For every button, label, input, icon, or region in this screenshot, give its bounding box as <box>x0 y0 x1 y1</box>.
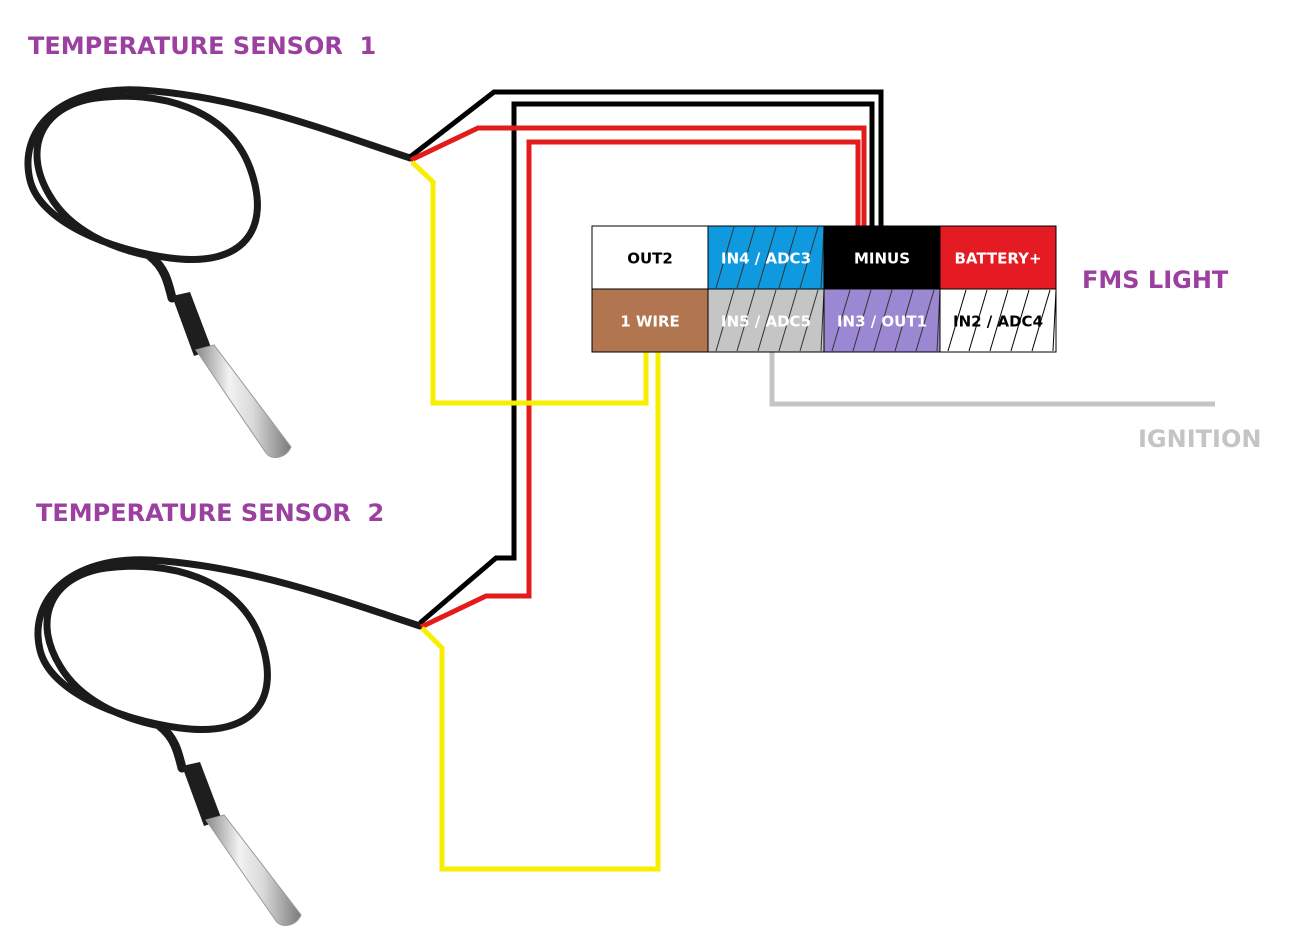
pin-label: IN3 / OUT1 <box>837 313 927 331</box>
pin-hatch <box>831 289 941 352</box>
pin-label: 1 WIRE <box>620 313 680 331</box>
pin-label: IN4 / ADC3 <box>721 250 811 268</box>
wire-black-sensor2 <box>418 101 875 625</box>
pin-cell <box>708 289 824 352</box>
sensor2-label: TEMPERATURE SENSOR 2 <box>36 499 384 527</box>
wire-black-sensor1 <box>408 89 884 228</box>
device-label: FMS LIGHT <box>1082 266 1229 294</box>
wires <box>408 89 1215 872</box>
sensor2-probe <box>205 814 302 927</box>
sensor1-cable <box>24 86 414 303</box>
pin-cell <box>824 289 940 352</box>
pin-in2-adc4: IN2 / ADC4 <box>939 288 1057 353</box>
pin-label: BATTERY+ <box>954 250 1041 268</box>
wire-grey-ignition <box>769 352 1215 407</box>
pin-cell <box>592 289 708 352</box>
pin-in5-adc5: IN5 / ADC5 <box>707 288 825 353</box>
pin-cell <box>940 226 1056 289</box>
pin-in3-out1: IN3 / OUT1 <box>823 288 941 353</box>
ignition-label: IGNITION <box>1138 425 1261 453</box>
sensor2-cable <box>34 556 424 773</box>
pin-cell <box>708 226 824 289</box>
pin-label: IN2 / ADC4 <box>953 313 1043 331</box>
pin-1-wire: 1 WIRE <box>591 288 709 353</box>
pin-in4-adc3: IN4 / ADC3 <box>707 225 825 290</box>
sensor2-sleeve <box>182 762 222 826</box>
wire-red-sensor1 <box>409 125 867 228</box>
pin-label: OUT2 <box>627 250 673 268</box>
temperature-sensor-1 <box>24 86 414 459</box>
pin-battery: BATTERY+ <box>939 225 1057 290</box>
pin-label: IN5 / ADC5 <box>721 313 811 331</box>
pin-label: MINUS <box>854 250 910 268</box>
pin-hatch <box>715 289 825 352</box>
sensor1-label: TEMPERATURE SENSOR 1 <box>28 32 376 60</box>
fms-connector: OUT2 IN4 / ADC3 MINUS BATTERY+ 1 WIRE IN5 / A… <box>591 225 1057 353</box>
pin-hatch <box>715 226 825 289</box>
pin-cell <box>940 289 1056 352</box>
wire-yellow-sensor1 <box>410 160 649 406</box>
pin-out2: OUT2 <box>591 225 709 290</box>
pin-minus: MINUS <box>823 225 941 290</box>
pin-cell <box>592 226 708 289</box>
wire-red-sensor2 <box>419 139 861 630</box>
wire-yellow-sensor2 <box>420 352 661 872</box>
temperature-sensor-2 <box>34 556 424 927</box>
sensor1-sleeve <box>172 292 212 356</box>
pin-border <box>939 288 1057 353</box>
pin-cell <box>824 226 940 289</box>
sensor1-probe <box>195 344 292 459</box>
